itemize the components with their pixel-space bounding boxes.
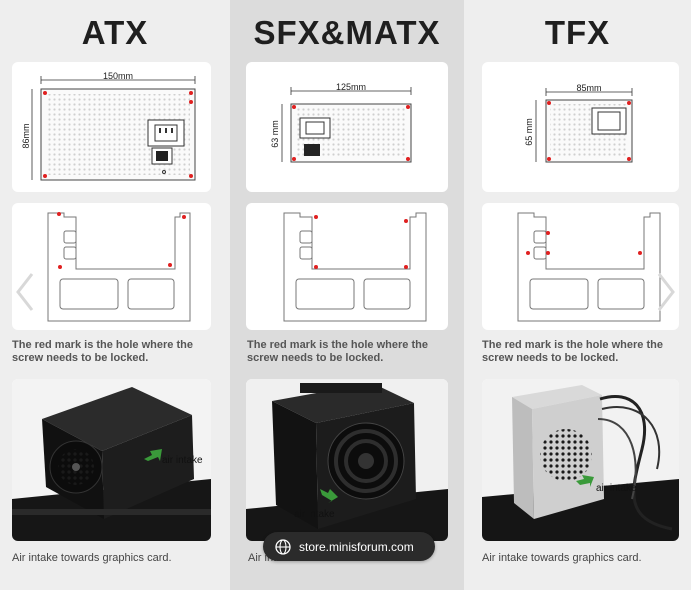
column-atx: ATX 150mm 86mm	[0, 0, 230, 590]
bracket-diagram-card	[246, 203, 448, 330]
tfx-bracket-diagram	[517, 212, 661, 322]
install-photo-card: air intake	[482, 379, 679, 541]
tfx-install-photo	[482, 379, 679, 541]
width-label: 85mm	[576, 83, 601, 93]
column-heading: ATX	[81, 14, 149, 51]
atx-bracket-diagram	[47, 212, 191, 322]
chevron-left-icon[interactable]	[14, 270, 36, 314]
screw-note: The red mark is the hole where the screw…	[12, 339, 193, 364]
screw-note: The red mark is the hole where the screw…	[482, 339, 663, 364]
height-label: 65 mm	[524, 118, 534, 146]
chevron-right-icon[interactable]	[655, 270, 677, 314]
bracket-diagram-card	[12, 203, 211, 330]
sfx-bracket-diagram	[283, 212, 427, 322]
bracket-diagram-card	[482, 203, 679, 330]
install-photo-card: air intake	[12, 379, 211, 541]
dimension-diagram-card: 150mm 86mm	[12, 62, 211, 192]
globe-icon	[275, 538, 291, 555]
screw-note: The red mark is the hole where the screw…	[247, 339, 428, 364]
tfx-dimension-diagram: 85mm 65 mm	[524, 83, 633, 163]
column-sfx-matx: SFX&MATX 125mm 63 mm	[230, 0, 464, 590]
width-label: 150mm	[103, 71, 133, 81]
atx-install-photo	[12, 379, 211, 541]
store-link-label[interactable]: store.minisforum.com	[299, 539, 414, 554]
height-label: 63 mm	[270, 120, 280, 148]
column-heading: SFX&MATX	[253, 14, 441, 51]
dimension-diagram-card: 85mm 65 mm	[482, 62, 679, 192]
sfx-dimension-diagram: 125mm 63 mm	[270, 82, 412, 163]
width-label: 125mm	[336, 82, 366, 92]
dimension-diagram-card: 125mm 63 mm	[246, 62, 448, 192]
sfx-install-photo	[246, 379, 448, 541]
photo-caption: Air intake towards graphics card.	[12, 552, 172, 564]
air-intake-label: air intake	[162, 455, 203, 466]
install-photo-card: air intake	[246, 379, 448, 541]
air-intake-label: air intake	[294, 509, 335, 520]
photo-caption: Air intake towards graphics card.	[482, 552, 642, 564]
height-label: 86mm	[21, 123, 31, 148]
atx-dimension-diagram: 150mm 86mm	[21, 71, 196, 181]
air-intake-label: air intake	[596, 483, 637, 494]
column-heading: TFX	[544, 14, 611, 51]
store-link-pill[interactable]: store.minisforum.com	[263, 532, 435, 561]
column-tfx: TFX 85mm 65 mm	[464, 0, 691, 590]
